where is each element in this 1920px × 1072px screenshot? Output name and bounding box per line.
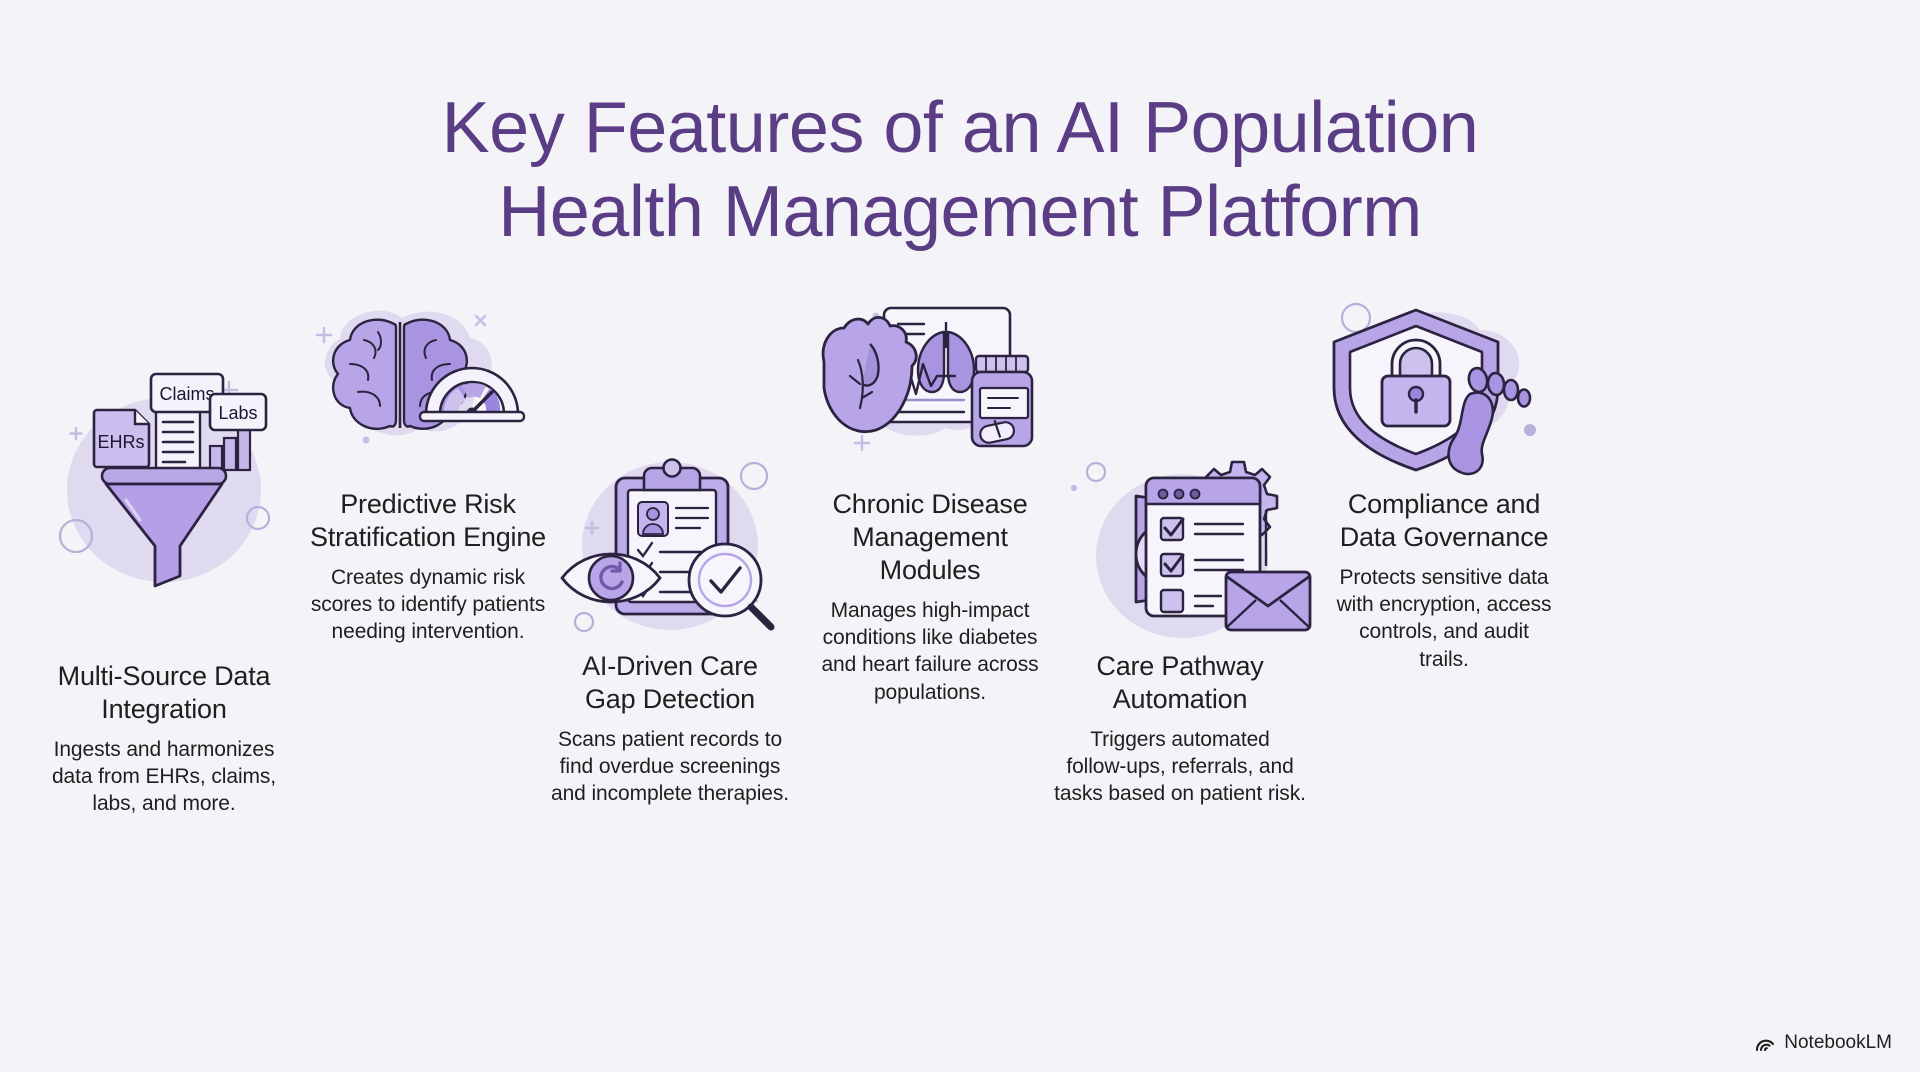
feature-heading-line-1: Chronic Disease (832, 489, 1028, 519)
heart-lungs-medication-icon (780, 288, 1080, 488)
feature-text-multi-source-data-integration: Multi-Source Data Integration Ingests an… (14, 660, 314, 818)
feature-desc-line-3: and heart failure across (821, 653, 1039, 677)
feature-heading-line-1: Care Pathway (1096, 651, 1264, 681)
feature-desc-line-2: data from EHRs, claims, (51, 765, 277, 789)
funnel-label-ehrs: EHRs (97, 432, 144, 452)
feature-card-predictive-risk-stratification-engine[interactable]: Predictive Risk Stratification Engine Cr… (278, 288, 578, 646)
feature-desc-line-1: Scans patient records to (557, 727, 783, 751)
feature-desc-line-3: and incomplete therapies. (551, 782, 789, 806)
feature-description: Scans patient records to find overdue sc… (520, 726, 820, 808)
feature-heading: Multi-Source Data Integration (14, 660, 314, 726)
feature-desc-line-2: with encryption, access (1336, 593, 1552, 617)
feature-heading: Chronic Disease Management Modules (780, 488, 1080, 587)
feature-heading-line-2: Automation (1112, 683, 1248, 714)
notebooklm-watermark: NotebookLM (1754, 1032, 1892, 1054)
notebooklm-label: NotebookLM (1784, 1032, 1892, 1053)
feature-card-care-pathway-automation[interactable]: Care Pathway Automation Triggers automat… (1030, 450, 1330, 808)
feature-heading-line-1: Multi-Source Data (57, 661, 271, 691)
notebooklm-logo-icon (1754, 1033, 1776, 1053)
funnel-label-claims: Claims (159, 384, 214, 404)
feature-description: Ingests and harmonizes data from EHRs, c… (14, 736, 314, 818)
feature-heading-line-2: Data Governance (1339, 521, 1549, 552)
feature-text-compliance-and-data-governance: Compliance and Data Governance Protects … (1294, 488, 1594, 673)
feature-text-predictive-risk-stratification-engine: Predictive Risk Stratification Engine Cr… (278, 488, 578, 646)
page-title: Key Features of an AI Population Health … (0, 86, 1920, 254)
feature-heading-line-1: Predictive Risk (340, 489, 516, 519)
feature-desc-line-1: Creates dynamic risk (330, 565, 526, 589)
feature-desc-line-3: labs, and more. (92, 792, 236, 816)
feature-desc-line-1: Manages high-impact (830, 598, 1030, 622)
gear-checklist-envelope-icon (1030, 450, 1330, 650)
feature-card-ai-driven-care-gap-detection[interactable]: AI-Driven Care Gap Detection Scans patie… (520, 450, 820, 808)
feature-desc-line-2: find overdue screenings (559, 755, 781, 779)
feature-card-multi-source-data-integration[interactable]: EHRs Claims Labs (14, 300, 314, 818)
feature-desc-line-2: follow-ups, referrals, and (1066, 755, 1294, 779)
feature-description: Creates dynamic risk scores to identify … (278, 564, 578, 646)
feature-text-care-pathway-automation: Care Pathway Automation Triggers automat… (1030, 650, 1330, 808)
feature-heading-line-3: Modules (879, 554, 981, 585)
feature-card-compliance-and-data-governance[interactable]: Compliance and Data Governance Protects … (1294, 288, 1594, 673)
feature-desc-line-2: scores to identify patients (310, 593, 546, 617)
page-title-line-2: Health Management Platform (498, 172, 1422, 253)
feature-heading-line-2: Stratification Engine (310, 521, 546, 552)
brain-gauge-icon (278, 288, 578, 488)
feature-heading: AI-Driven Care Gap Detection (520, 650, 820, 716)
feature-heading-line-1: Compliance and (1347, 489, 1541, 519)
feature-desc-line-3: needing intervention. (331, 620, 525, 644)
feature-heading-line-1: AI-Driven Care (582, 651, 758, 681)
feature-desc-line-2: conditions like diabetes (822, 626, 1038, 650)
feature-desc-line-1: Triggers automated (1090, 727, 1270, 751)
feature-heading-line-2: Gap Detection (585, 683, 755, 714)
shield-lock-footprint-icon (1294, 288, 1594, 488)
feature-desc-line-3: controls, and audit (1359, 620, 1529, 644)
feature-heading: Predictive Risk Stratification Engine (278, 488, 578, 554)
feature-desc-line-4: populations. (873, 680, 987, 704)
feature-heading: Compliance and Data Governance (1294, 488, 1594, 554)
feature-card-chronic-disease-management-modules[interactable]: Chronic Disease Management Modules Manag… (780, 288, 1080, 706)
page-title-line-1: Key Features of an AI Population (441, 88, 1479, 168)
funnel-label-labs: Labs (218, 403, 257, 423)
feature-description: Protects sensitive data with encryption,… (1294, 564, 1594, 673)
feature-heading: Care Pathway Automation (1030, 650, 1330, 716)
funnel-data-icon: EHRs Claims Labs (14, 300, 314, 588)
feature-desc-line-1: Ingests and harmonizes (53, 737, 275, 761)
feature-description: Triggers automated follow-ups, referrals… (1030, 726, 1330, 808)
feature-heading-line-2: Management (852, 521, 1008, 552)
feature-description: Manages high-impact conditions like diab… (780, 597, 1080, 706)
clipboard-eye-magnifier-icon (520, 450, 820, 650)
feature-text-chronic-disease-management-modules: Chronic Disease Management Modules Manag… (780, 488, 1080, 706)
feature-text-ai-driven-care-gap-detection: AI-Driven Care Gap Detection Scans patie… (520, 650, 820, 808)
feature-desc-line-1: Protects sensitive data (1339, 565, 1549, 589)
feature-desc-line-3: tasks based on patient risk. (1054, 782, 1306, 806)
feature-heading-line-2: Integration (101, 693, 227, 724)
feature-desc-line-4: trails. (1419, 647, 1469, 671)
